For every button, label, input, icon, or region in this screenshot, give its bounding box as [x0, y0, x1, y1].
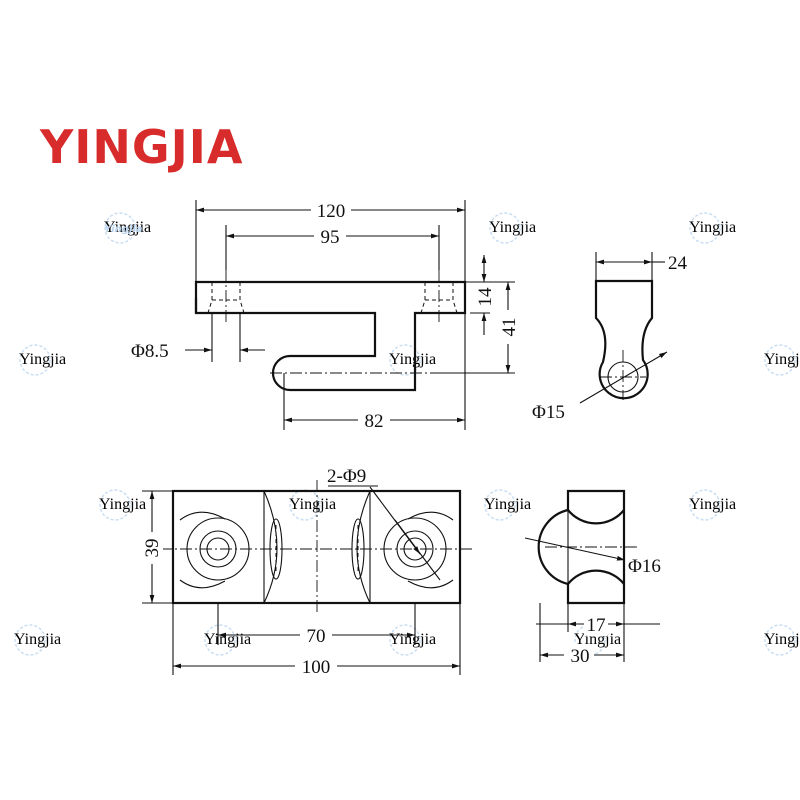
watermark: [288, 489, 337, 521]
watermark: [483, 489, 532, 521]
dim-hook-length: 82: [365, 411, 384, 432]
watermark: Yingjia: [103, 212, 152, 244]
dim-inner-width: 17: [587, 615, 606, 636]
front-view: 2-Φ9 39 70 100: [141, 466, 475, 678]
watermark: [203, 624, 252, 656]
watermark: [688, 212, 737, 244]
watermark: [488, 212, 537, 244]
dim-hole-spacing-front: 70: [307, 626, 326, 647]
brand-logo: YINGJIA: [39, 120, 244, 174]
watermark: [13, 624, 62, 656]
watermark: [388, 624, 437, 656]
top-view: 120 95 14 41 82 Φ8.5: [131, 198, 520, 432]
dim-holes: 2-Φ9: [327, 466, 366, 487]
dim-plate-thickness: 14: [475, 287, 496, 307]
svg-text:Yingjia: Yingjia: [104, 224, 143, 235]
dim-overall-length-front: 100: [302, 657, 331, 678]
watermark-layer: Yingjia: [13, 212, 800, 656]
dim-hole-spacing: 95: [321, 227, 340, 248]
dim-bore-dia: Φ16: [628, 556, 661, 577]
watermark: [18, 344, 67, 376]
dim-width: 24: [668, 253, 688, 274]
end-view: Φ16 17 30: [524, 489, 661, 667]
dim-pin-dia: Φ15: [532, 402, 565, 423]
dim-total-height: 41: [499, 318, 520, 337]
dim-height: 39: [142, 539, 163, 558]
knuckle-outline: [594, 279, 654, 400]
watermark: [763, 344, 800, 376]
dim-hole-dia: Φ8.5: [131, 341, 169, 362]
side-view: 24 Φ15: [532, 252, 688, 423]
leaf-outline: [194, 280, 467, 392]
dim-overall-length: 120: [317, 201, 346, 222]
watermark: [388, 344, 437, 376]
watermark: [98, 489, 147, 521]
dim-outer-width: 30: [571, 646, 590, 667]
watermark: [688, 489, 737, 521]
front-outline: [171, 489, 462, 605]
watermark: [763, 624, 800, 656]
